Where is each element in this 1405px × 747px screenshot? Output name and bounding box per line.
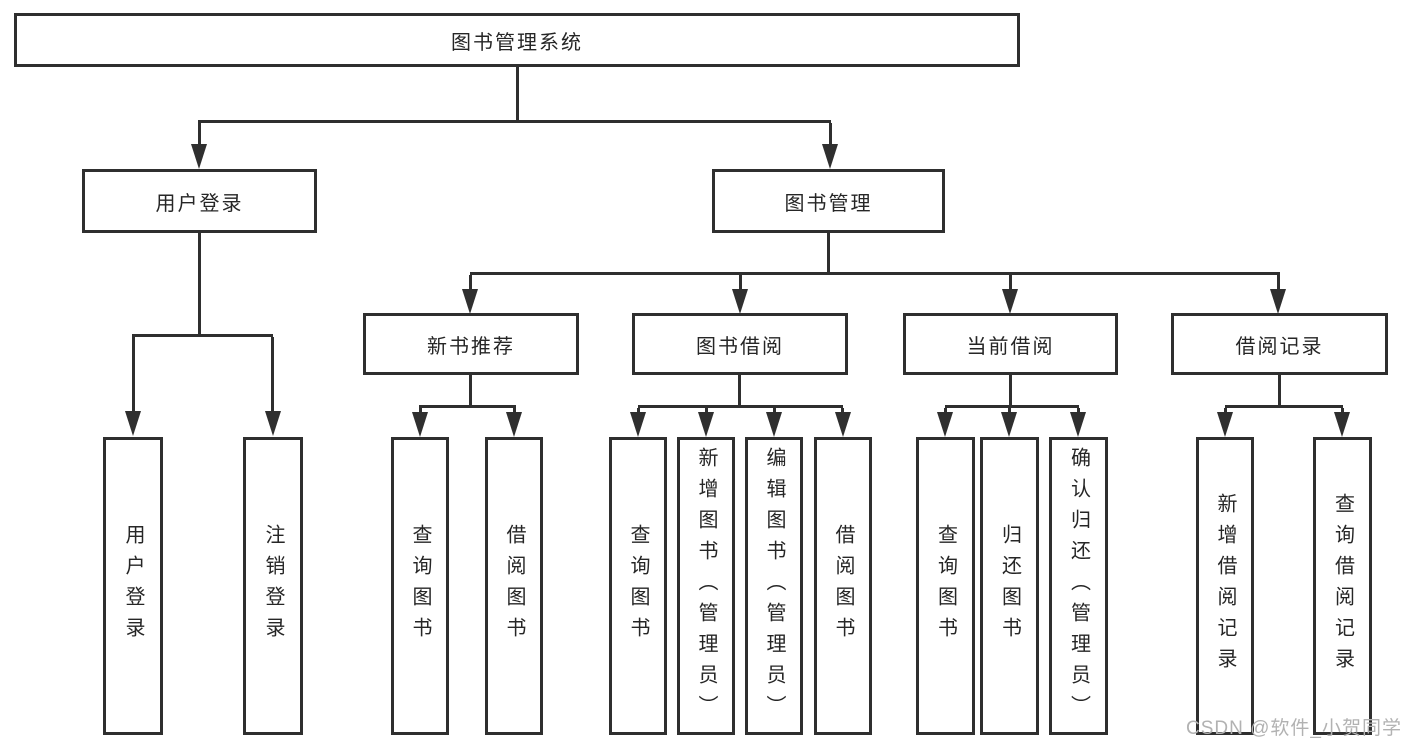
leaf-label: 借阅图书: [503, 524, 525, 648]
connector-stem: [1224, 408, 1227, 413]
connector-stem: [1008, 408, 1011, 413]
arrow-down-icon: [835, 412, 851, 437]
arrow-down-icon: [1217, 412, 1233, 437]
node-label: 新书推荐: [427, 335, 515, 358]
arrow-down-icon: [265, 411, 281, 436]
connector-stem: [271, 337, 274, 411]
connector-stem-book-management: [829, 123, 832, 144]
node-label: 图书管理: [784, 192, 873, 215]
node-label: 借阅记录: [1235, 335, 1324, 358]
connector-stem: [637, 408, 640, 413]
leaf-label: 查询图书: [934, 524, 957, 648]
leaf-label: 用户登录: [122, 524, 144, 648]
node-borrow-records: 借阅记录: [1171, 313, 1388, 375]
leaf-add-borrow-record: 新增借阅记录: [1196, 437, 1254, 735]
node-new-book-recommend: 新书推荐: [363, 313, 579, 375]
node-label: 图书管理系统: [451, 31, 583, 54]
arrow-down-icon: [822, 144, 838, 169]
connector-split: [419, 405, 516, 408]
arrow-down-icon: [1002, 289, 1018, 314]
leaf-query-books-current: 查询图书: [916, 437, 975, 735]
connector-stem: [739, 275, 742, 289]
leaf-label: 注销登录: [262, 524, 284, 648]
csdn-watermark: CSDN @软件_小贺同学: [1186, 718, 1402, 739]
arrow-down-icon: [1334, 412, 1350, 437]
connector-split: [1225, 405, 1343, 408]
leaf-query-books-borrow: 查询图书: [609, 437, 667, 735]
node-label: 图书借阅: [696, 335, 784, 358]
node-book-management: 图书管理: [712, 169, 945, 233]
leaf-label: 确认归还（管理员）: [1067, 446, 1090, 726]
arrow-down-icon: [766, 412, 782, 437]
connector-user-login-split: [132, 334, 273, 337]
connector-stem: [841, 408, 844, 413]
connector-stem: [419, 408, 422, 413]
node-current-borrow: 当前借阅: [903, 313, 1118, 375]
arrow-down-icon: [412, 412, 428, 437]
connector-stem: [738, 375, 741, 405]
leaf-label: 归还图书: [998, 524, 1021, 648]
connector-stem: [513, 408, 516, 413]
connector-stem: [1077, 408, 1080, 413]
arrow-down-icon: [937, 412, 953, 437]
leaf-borrow-books-recommend: 借阅图书: [485, 437, 543, 735]
leaf-label: 编辑图书（管理员）: [763, 446, 785, 726]
leaf-add-books-admin: 新增图书（管理员）: [677, 437, 735, 735]
connector-user-login-stem: [198, 233, 201, 334]
arrow-down-icon: [630, 412, 646, 437]
connector-stem: [1009, 275, 1012, 289]
connector-split: [945, 405, 1079, 408]
arrow-down-icon: [1001, 412, 1017, 437]
node-library-management-system: 图书管理系统: [14, 13, 1020, 67]
node-label: 用户登录: [155, 192, 244, 215]
leaf-query-borrow-record: 查询借阅记录: [1313, 437, 1372, 735]
leaf-label: 新增图书（管理员）: [695, 446, 717, 726]
connector-stem: [1009, 375, 1012, 405]
connector-stem: [132, 337, 135, 411]
connector-root-split: [198, 120, 831, 123]
leaf-edit-books-admin: 编辑图书（管理员）: [745, 437, 803, 735]
connector-stem: [1341, 408, 1344, 413]
leaf-confirm-return-admin: 确认归还（管理员）: [1049, 437, 1108, 735]
connector-stem: [773, 408, 776, 413]
leaf-user-login: 用户登录: [103, 437, 163, 735]
leaf-label: 借阅图书: [832, 524, 854, 648]
node-book-borrow: 图书借阅: [632, 313, 848, 375]
connector-stem: [705, 408, 708, 413]
node-label: 当前借阅: [966, 335, 1055, 358]
connector-root-stem: [516, 67, 519, 120]
leaf-label: 查询图书: [409, 524, 431, 648]
connector-stem: [469, 375, 472, 405]
leaf-query-books-recommend: 查询图书: [391, 437, 449, 735]
connector-stem: [1277, 275, 1280, 289]
connector-stem: [1278, 375, 1281, 405]
leaf-label: 查询借阅记录: [1331, 493, 1354, 679]
leaf-return-books: 归还图书: [980, 437, 1039, 735]
arrow-down-icon: [125, 411, 141, 436]
arrow-down-icon: [698, 412, 714, 437]
arrow-down-icon: [506, 412, 522, 437]
arrow-down-icon: [1270, 289, 1286, 314]
connector-stem-user-login: [198, 123, 201, 144]
connector-split: [638, 405, 843, 408]
node-user-login: 用户登录: [82, 169, 317, 233]
connector-book-management-split: [470, 272, 1280, 275]
arrow-down-icon: [462, 289, 478, 314]
leaf-logout: 注销登录: [243, 437, 303, 735]
connector-stem: [944, 408, 947, 413]
leaf-borrow-books: 借阅图书: [814, 437, 872, 735]
arrow-down-icon: [1070, 412, 1086, 437]
arrow-down-icon: [732, 289, 748, 314]
leaf-label: 查询图书: [627, 524, 649, 648]
leaf-label: 新增借阅记录: [1214, 493, 1236, 679]
arrow-down-icon: [191, 144, 207, 169]
connector-stem: [469, 275, 472, 289]
connector-book-management-stem: [827, 233, 830, 272]
